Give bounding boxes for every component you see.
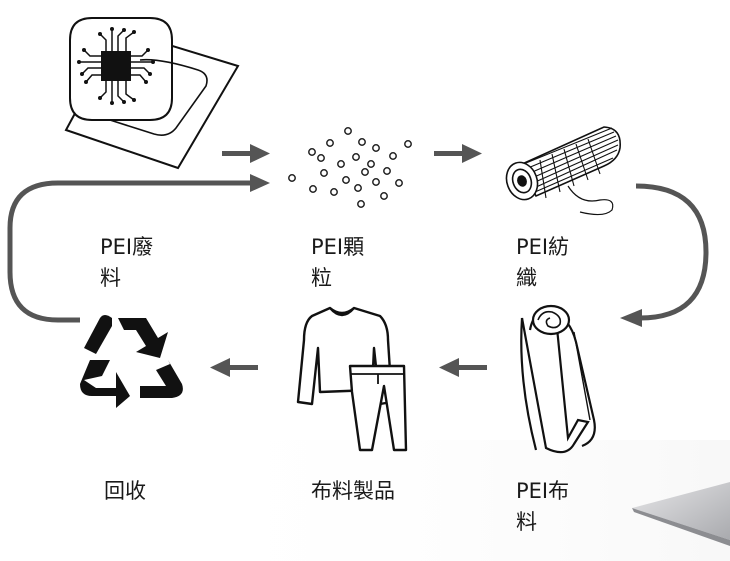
pellets-icon [288,127,412,208]
label-pei-waste-line2: 料 [100,266,121,290]
label-pei-waste-line1: PEI廢 [100,235,154,259]
label-fabric-products: 布料製品 [311,476,395,507]
laptop-corner-icon [632,482,730,546]
label-pei-pellets-line2: 粒 [311,266,332,290]
curved-arrows [7,180,709,323]
label-pei-spinning: PEI紡 織 [516,232,569,294]
arrow-recycle-loop [7,180,252,323]
circuit-board-icon [64,17,240,170]
label-pei-fabric-line1: PEI布 [516,479,570,503]
arrow-pellets-to-spinning [434,144,482,163]
arrow-recycle-to-pellets [250,174,270,192]
straight-arrows [210,144,487,377]
fabric-roll-icon [520,304,596,454]
label-recycle: 回收 [104,476,146,507]
label-pei-waste: PEI廢 料 [100,232,153,294]
label-pei-pellets: PEI顆 粒 [311,232,364,294]
label-pei-fabric: PEI布 料 [516,476,569,538]
clothing-icon [296,306,408,452]
label-pei-spinning-line2: 織 [516,266,537,290]
recycle-icon [80,315,183,408]
label-pei-fabric-line2: 料 [516,510,537,534]
label-recycle-line1: 回收 [104,479,146,503]
arrow-fabric-to-products [439,358,487,377]
thread-spool-icon [505,126,621,216]
arrow-spinning-to-fabric-head [620,309,642,327]
label-pei-spinning-line1: PEI紡 [516,235,570,259]
arrow-products-to-recycle [210,358,258,377]
arrow-waste-to-pellets [222,144,270,163]
label-fabric-products-line1: 布料製品 [311,479,395,503]
arrow-spinning-to-fabric [635,183,709,321]
label-pei-pellets-line1: PEI顆 [311,235,365,259]
